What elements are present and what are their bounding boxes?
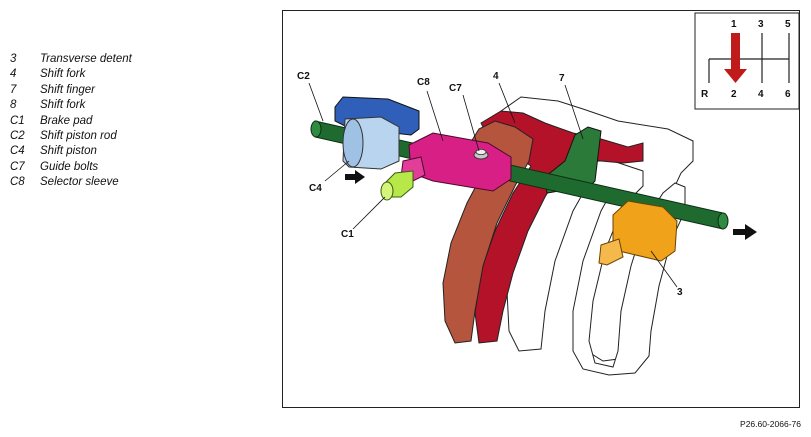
legend-item: C8 Selector sleeve <box>10 175 132 190</box>
leader-7 <box>564 84 584 140</box>
legend-description: Shift fork <box>40 99 86 112</box>
legend-item: 7 Shift finger <box>10 83 132 98</box>
legend-code: C2 <box>10 130 25 143</box>
gate-label-r: R <box>701 89 709 100</box>
legend-description: Shift fork <box>40 68 86 81</box>
legend-code: C1 <box>10 114 25 127</box>
gate-label-6: 6 <box>785 89 791 100</box>
legend-description: Transverse detent <box>40 53 132 65</box>
gate-label-3: 3 <box>758 19 764 30</box>
legend-item: 4 Shift fork <box>10 67 132 82</box>
legend-item: 3 Transverse detent <box>10 52 132 67</box>
guide-bolt-c7-top <box>475 148 487 155</box>
leader-c8 <box>426 90 444 142</box>
gate-arrow-head <box>724 69 747 83</box>
transverse-detent-3-pin <box>598 238 624 266</box>
brake-pad-c1-face <box>380 181 394 201</box>
transmission-diagram: C2 C8 C7 4 7 C4 C1 3 1 3 5 R 2 4 6 <box>297 12 799 376</box>
diagram-figure: C2 C8 C7 4 7 C4 C1 3 1 3 5 R 2 4 6 <box>282 10 800 408</box>
shift-gate-inset <box>694 12 799 110</box>
legend-description: Shift finger <box>40 83 95 96</box>
legend-item: 8 Shift fork <box>10 98 132 113</box>
gate-label-2: 2 <box>731 89 737 100</box>
legend-description: Brake pad <box>40 114 93 127</box>
leader-c4 <box>324 160 350 182</box>
leader-3 <box>650 250 678 288</box>
callout-c1: C1 <box>341 229 354 240</box>
legend-item: C1 Brake pad <box>10 114 132 129</box>
callout-c7: C7 <box>449 83 462 94</box>
legend-code: C4 <box>10 145 25 158</box>
callout-3: 3 <box>677 287 683 298</box>
callout-c2: C2 <box>297 71 310 82</box>
legend-item: C4 Shift piston <box>10 144 132 159</box>
rod-end-right <box>717 212 729 230</box>
legend-code: C7 <box>10 160 25 173</box>
force-arrow-right <box>733 224 757 240</box>
leader-c7 <box>462 94 480 152</box>
rod-end-left <box>310 120 322 138</box>
gate-label-4: 4 <box>758 89 764 100</box>
callout-c4: C4 <box>309 183 322 194</box>
leader-c1 <box>352 196 386 230</box>
legend-description: Selector sleeve <box>40 176 119 189</box>
legend-description: Guide bolts <box>40 160 99 173</box>
legend-code: 8 <box>10 99 17 112</box>
legend-code: 4 <box>10 68 17 81</box>
force-arrow-left <box>345 170 365 184</box>
legend-item: C7 Guide bolts <box>10 160 132 175</box>
legend-description: Shift piston <box>40 145 97 158</box>
legend-item: C2 Shift piston rod <box>10 129 132 144</box>
leader-4 <box>498 82 516 124</box>
reference-code: P26.60-2066-76 <box>740 419 801 429</box>
legend-code: 3 <box>10 53 17 65</box>
legend-description: Shift piston rod <box>40 130 117 143</box>
gate-arrow-shaft <box>731 33 740 73</box>
shift-piston-c4-face <box>342 118 364 168</box>
gate-label-5: 5 <box>785 19 791 30</box>
gate-label-1: 1 <box>731 19 737 30</box>
legend-code: C8 <box>10 176 25 189</box>
leader-c2 <box>308 82 324 122</box>
callout-c8: C8 <box>417 77 430 88</box>
callout-7: 7 <box>559 73 565 84</box>
callout-4: 4 <box>493 71 499 82</box>
legend-code: 7 <box>10 83 17 96</box>
